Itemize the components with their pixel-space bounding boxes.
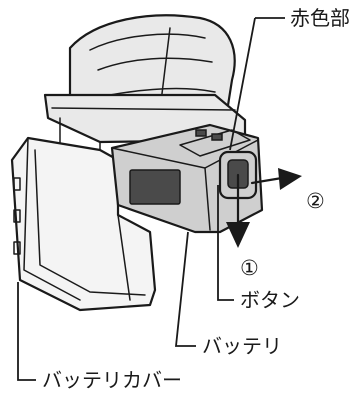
label-step1: ①: [240, 256, 259, 280]
leader-button: [217, 185, 234, 301]
label-battery: バッテリ: [202, 334, 282, 358]
label-battery-cover: バッテリカバー: [42, 368, 182, 392]
arrow-down-step1: [226, 173, 250, 248]
label-button: ボタン: [240, 288, 300, 312]
leader-battery: [175, 231, 196, 347]
leader-battery-cover: [17, 282, 36, 381]
label-red-part: 赤色部: [290, 6, 350, 30]
leader-red-part: [229, 17, 285, 151]
arrow-right-step2: [250, 168, 302, 190]
label-step2: ②: [306, 189, 325, 213]
